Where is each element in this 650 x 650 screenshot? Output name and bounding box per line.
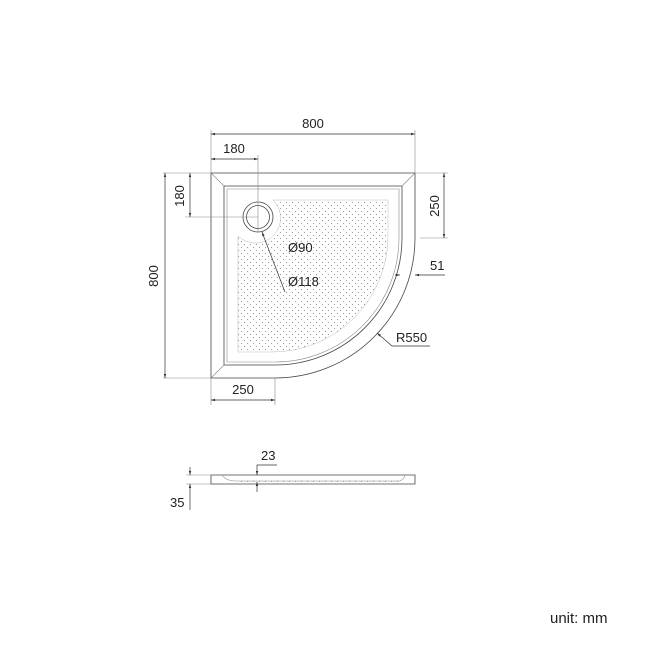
tray-side-view: 35 23: [170, 448, 416, 510]
dim-side-35: 35: [170, 495, 184, 510]
dim-straight-right-250: 250: [427, 195, 442, 217]
dim-side-23: 23: [261, 448, 275, 463]
dim-rim-51: 51: [430, 258, 444, 273]
dim-drain-90: Ø90: [288, 240, 313, 255]
dim-drain-118: Ø118: [288, 274, 319, 289]
unit-label: unit: mm: [550, 610, 608, 627]
dim-drain-y-180: 180: [172, 185, 187, 207]
textured-floor: [237, 199, 389, 353]
dim-straight-bottom-250: 250: [232, 382, 254, 397]
dim-drain-x-180: 180: [223, 141, 245, 156]
dim-width-800: 800: [302, 116, 324, 131]
dim-height-800: 800: [146, 265, 161, 287]
dim-radius-550: R550: [396, 330, 427, 345]
dimension-lines: 800 180 800 180 250 51 250 Ø90 Ø118 R550: [146, 116, 448, 405]
tray-outline: [210, 172, 416, 379]
tray-inner-rim: [223, 185, 403, 366]
